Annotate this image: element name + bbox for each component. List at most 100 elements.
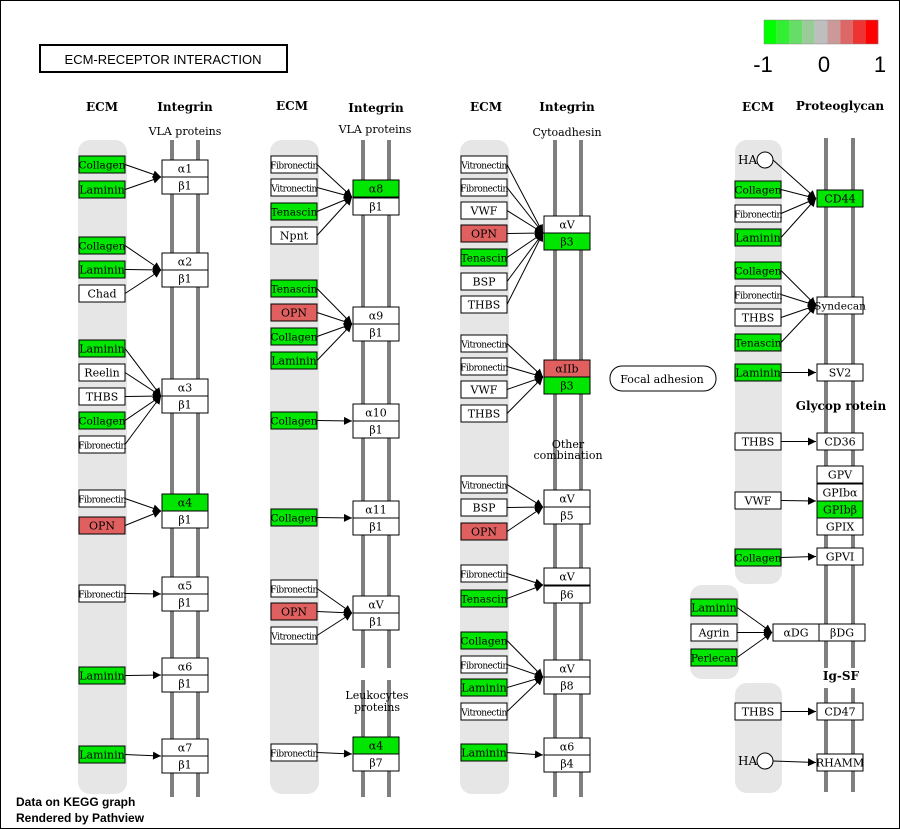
- gene-node-c2-tenascin-1[interactable]: Tenascin: [270, 202, 318, 221]
- gene-node-c3-vitronectin-3[interactable]: Vitronectin: [460, 475, 508, 494]
- gene-node-c4-syndecan[interactable]: Syndecan: [814, 296, 866, 315]
- gene-node-c4-adg[interactable]: αDG: [772, 623, 820, 642]
- gene-node-c3-av-2[interactable]: αV: [543, 489, 591, 508]
- gene-node-c1-b1-6[interactable]: β1: [161, 674, 209, 693]
- gene-node-c2-laminin-1[interactable]: Laminin: [270, 351, 318, 370]
- gene-node-c1-laminin-1[interactable]: Laminin: [78, 180, 126, 199]
- gene-node-c2-b1-1[interactable]: β1: [352, 197, 400, 216]
- gene-node-c3-laminin-1[interactable]: Laminin: [460, 678, 508, 697]
- gene-node-c3-vitronectin-2[interactable]: Vitronectin: [460, 334, 508, 353]
- gene-node-c4-gpix[interactable]: GPIX: [816, 517, 864, 536]
- gene-node-c4-collagen-3[interactable]: Collagen: [734, 548, 782, 567]
- gene-node-c4-perlecan[interactable]: Perlecan: [690, 648, 738, 667]
- gene-node-c3-opn-1[interactable]: OPN: [460, 224, 508, 243]
- gene-node-c4-cd36[interactable]: CD36: [816, 432, 864, 451]
- gene-node-c4-laminin-1[interactable]: Laminin: [734, 228, 782, 247]
- focal-adhesion-link[interactable]: Focal adhesion: [609, 365, 717, 392]
- gene-node-c1-laminin-5[interactable]: Laminin: [78, 745, 126, 764]
- gene-node-c1-fibronectin-1[interactable]: Fibronectin: [78, 435, 127, 454]
- gene-node-c4-thbs-2[interactable]: THBS: [734, 432, 782, 451]
- gene-node-c1-reelin[interactable]: Reelin: [78, 363, 126, 382]
- gene-node-c1-laminin-4[interactable]: Laminin: [78, 666, 126, 685]
- gene-node-c2-a4[interactable]: α4: [352, 736, 400, 755]
- gene-node-c4-cd47[interactable]: CD47: [816, 702, 864, 721]
- gene-node-c3-av-4[interactable]: αV: [543, 659, 591, 678]
- gene-node-c1-b1-5[interactable]: β1: [161, 593, 209, 612]
- gene-node-c4-tenascin[interactable]: Tenascin: [734, 333, 782, 352]
- gene-node-c2-tenascin-2[interactable]: Tenascin: [270, 279, 318, 298]
- gene-node-c2-opn-1[interactable]: OPN: [270, 303, 318, 322]
- gene-node-c3-opn-2[interactable]: OPN: [460, 522, 508, 541]
- gene-node-c3-a6[interactable]: α6: [543, 737, 591, 756]
- gene-node-c3-vwf-1[interactable]: VWF: [460, 201, 508, 220]
- gene-node-c3-tenascin-2[interactable]: Tenascin: [460, 589, 508, 608]
- gene-node-c3-av-3[interactable]: αV: [543, 567, 591, 586]
- gene-node-c3-vitronectin-4[interactable]: Vitronectin: [460, 702, 508, 721]
- gene-node-c1-b1-3[interactable]: β1: [161, 395, 209, 414]
- gene-node-c1-a2[interactable]: α2: [161, 252, 209, 271]
- gene-node-c4-vwf[interactable]: VWF: [734, 491, 782, 510]
- gene-node-c1-chad[interactable]: Chad: [78, 284, 126, 303]
- gene-node-c2-b7[interactable]: β7: [352, 753, 400, 772]
- gene-node-c1-b1-7[interactable]: β1: [161, 755, 209, 774]
- gene-node-c4-laminin-2[interactable]: Laminin: [734, 363, 782, 382]
- gene-node-c3-vwf-2[interactable]: VWF: [460, 380, 508, 399]
- gene-node-c1-collagen-2[interactable]: Collagen: [78, 236, 126, 255]
- gene-node-c4-thbs-1[interactable]: THBS: [734, 308, 782, 327]
- gene-node-c2-a8[interactable]: α8: [352, 179, 400, 198]
- gene-node-c2-npnt[interactable]: Npnt: [270, 226, 318, 245]
- gene-node-c1-laminin-3[interactable]: Laminin: [78, 339, 126, 358]
- gene-node-c4-rhamm[interactable]: RHAMM: [816, 753, 864, 772]
- gene-node-c1-collagen-1[interactable]: Collagen: [78, 155, 126, 174]
- gene-node-c1-a3[interactable]: α3: [161, 378, 209, 397]
- gene-node-c3-b8[interactable]: β8: [543, 676, 591, 695]
- gene-node-c3-b3-2[interactable]: β3: [543, 376, 591, 395]
- gene-node-c1-opn[interactable]: OPN: [78, 516, 126, 535]
- gene-node-c3-bsp-2[interactable]: BSP: [460, 498, 508, 517]
- gene-node-c4-gpvi[interactable]: GPVI: [816, 547, 864, 566]
- gene-node-c1-a7[interactable]: α7: [161, 738, 209, 757]
- gene-node-c3-collagen[interactable]: Collagen: [460, 631, 508, 650]
- gene-node-c4-cd44[interactable]: CD44: [816, 189, 864, 208]
- gene-node-c4-bdg[interactable]: βDG: [818, 623, 866, 642]
- gene-node-c3-aiib[interactable]: αIIb: [543, 359, 591, 378]
- gene-node-c4-ha-1[interactable]: HA: [738, 151, 774, 169]
- gene-node-c3-tenascin-1[interactable]: Tenascin: [460, 248, 508, 267]
- gene-node-c4-fibronectin-2[interactable]: Fibronectin: [734, 285, 783, 304]
- gene-node-c4-collagen-1[interactable]: Collagen: [734, 180, 782, 199]
- gene-node-c1-b1-2[interactable]: β1: [161, 269, 209, 288]
- gene-node-c3-fibronectin-2[interactable]: Fibronectin: [460, 357, 509, 376]
- gene-node-c1-a4[interactable]: α4: [161, 493, 209, 512]
- gene-node-c2-av[interactable]: αV: [352, 595, 400, 614]
- gene-node-c2-vitronectin-2[interactable]: Vitronectin: [270, 626, 318, 645]
- gene-node-c4-gpv[interactable]: GPV: [816, 465, 864, 484]
- gene-node-c3-av-1[interactable]: αV: [543, 215, 591, 234]
- gene-node-c4-laminin-3[interactable]: Laminin: [690, 598, 738, 617]
- gene-node-c2-b1-5[interactable]: β1: [352, 612, 400, 631]
- gene-node-c2-b1-3[interactable]: β1: [352, 420, 400, 439]
- gene-node-c2-fibronectin-3[interactable]: Fibronectin: [270, 743, 319, 762]
- gene-node-c1-thbs[interactable]: THBS: [78, 387, 126, 406]
- gene-node-c2-a10[interactable]: α10: [352, 403, 400, 422]
- gene-node-c2-collagen-2[interactable]: Collagen: [270, 411, 318, 430]
- gene-node-c4-collagen-2[interactable]: Collagen: [734, 261, 782, 280]
- gene-node-c3-thbs-1[interactable]: THBS: [460, 295, 508, 314]
- gene-node-c4-fibronectin-1[interactable]: Fibronectin: [734, 204, 783, 223]
- gene-node-c1-laminin-2[interactable]: Laminin: [78, 260, 126, 279]
- gene-node-c1-fibronectin-3[interactable]: Fibronectin: [78, 584, 127, 603]
- gene-node-c2-b1-4[interactable]: β1: [352, 517, 400, 536]
- gene-node-c3-b4[interactable]: β4: [543, 754, 591, 773]
- gene-node-c1-fibronectin-2[interactable]: Fibronectin: [78, 489, 127, 508]
- gene-node-c1-a1[interactable]: α1: [161, 159, 209, 178]
- gene-node-c3-fibronectin-1[interactable]: Fibronectin: [460, 178, 509, 197]
- gene-node-c2-a9[interactable]: α9: [352, 306, 400, 325]
- gene-node-c3-laminin-2[interactable]: Laminin: [460, 743, 508, 762]
- gene-node-c2-fibronectin-1[interactable]: Fibronectin: [270, 155, 319, 174]
- gene-node-c3-bsp-1[interactable]: BSP: [460, 272, 508, 291]
- gene-node-c3-fibronectin-3[interactable]: Fibronectin: [460, 564, 509, 583]
- gene-node-c4-gpiba[interactable]: GPIbα: [816, 483, 864, 502]
- gene-node-c4-gpibb[interactable]: GPIbβ: [816, 500, 864, 519]
- gene-node-c2-b1-2[interactable]: β1: [352, 323, 400, 342]
- gene-node-c1-collagen-3[interactable]: Collagen: [78, 411, 126, 430]
- gene-node-c2-opn-2[interactable]: OPN: [270, 602, 318, 621]
